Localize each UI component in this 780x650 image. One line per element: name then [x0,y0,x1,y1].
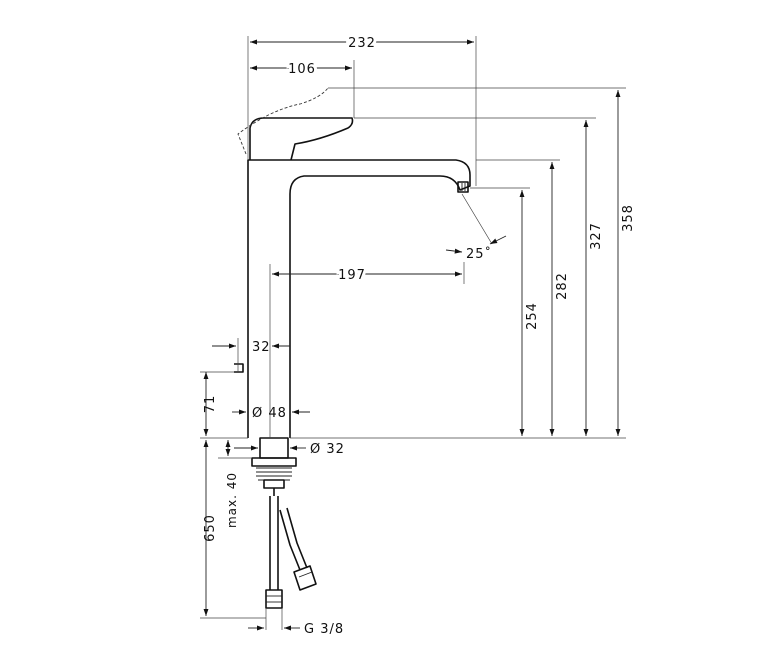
dim-max-thickness: max. 40 [225,472,239,528]
dim-body-diameter: Ø 48 [252,406,287,421]
dim-projection: 197 [338,268,366,283]
dim-hose-length: 650 [203,514,218,542]
dim-shank-diameter: Ø 32 [310,442,345,457]
dim-overall-width: 232 [348,36,376,51]
faucet-body [247,159,471,438]
dim-angle: 25˚ [466,246,492,262]
extension-lines [200,36,626,630]
dim-pop-up-height: 71 [203,395,218,414]
lever-handle [237,87,354,161]
pop-up-rod [234,363,244,373]
dim-connection: G 3/8 [304,622,344,637]
dim-total-height: 358 [621,204,636,232]
threaded-shank [251,437,297,496]
dim-pop-up-offset: 32 [252,340,271,355]
dim-spout-height: 282 [555,272,570,300]
supply-hoses [265,496,317,609]
dimension-lines [203,39,621,631]
dim-outlet-height: 254 [525,302,540,330]
dim-lever-height: 327 [589,222,604,250]
dim-lever-offset: 106 [288,62,316,77]
